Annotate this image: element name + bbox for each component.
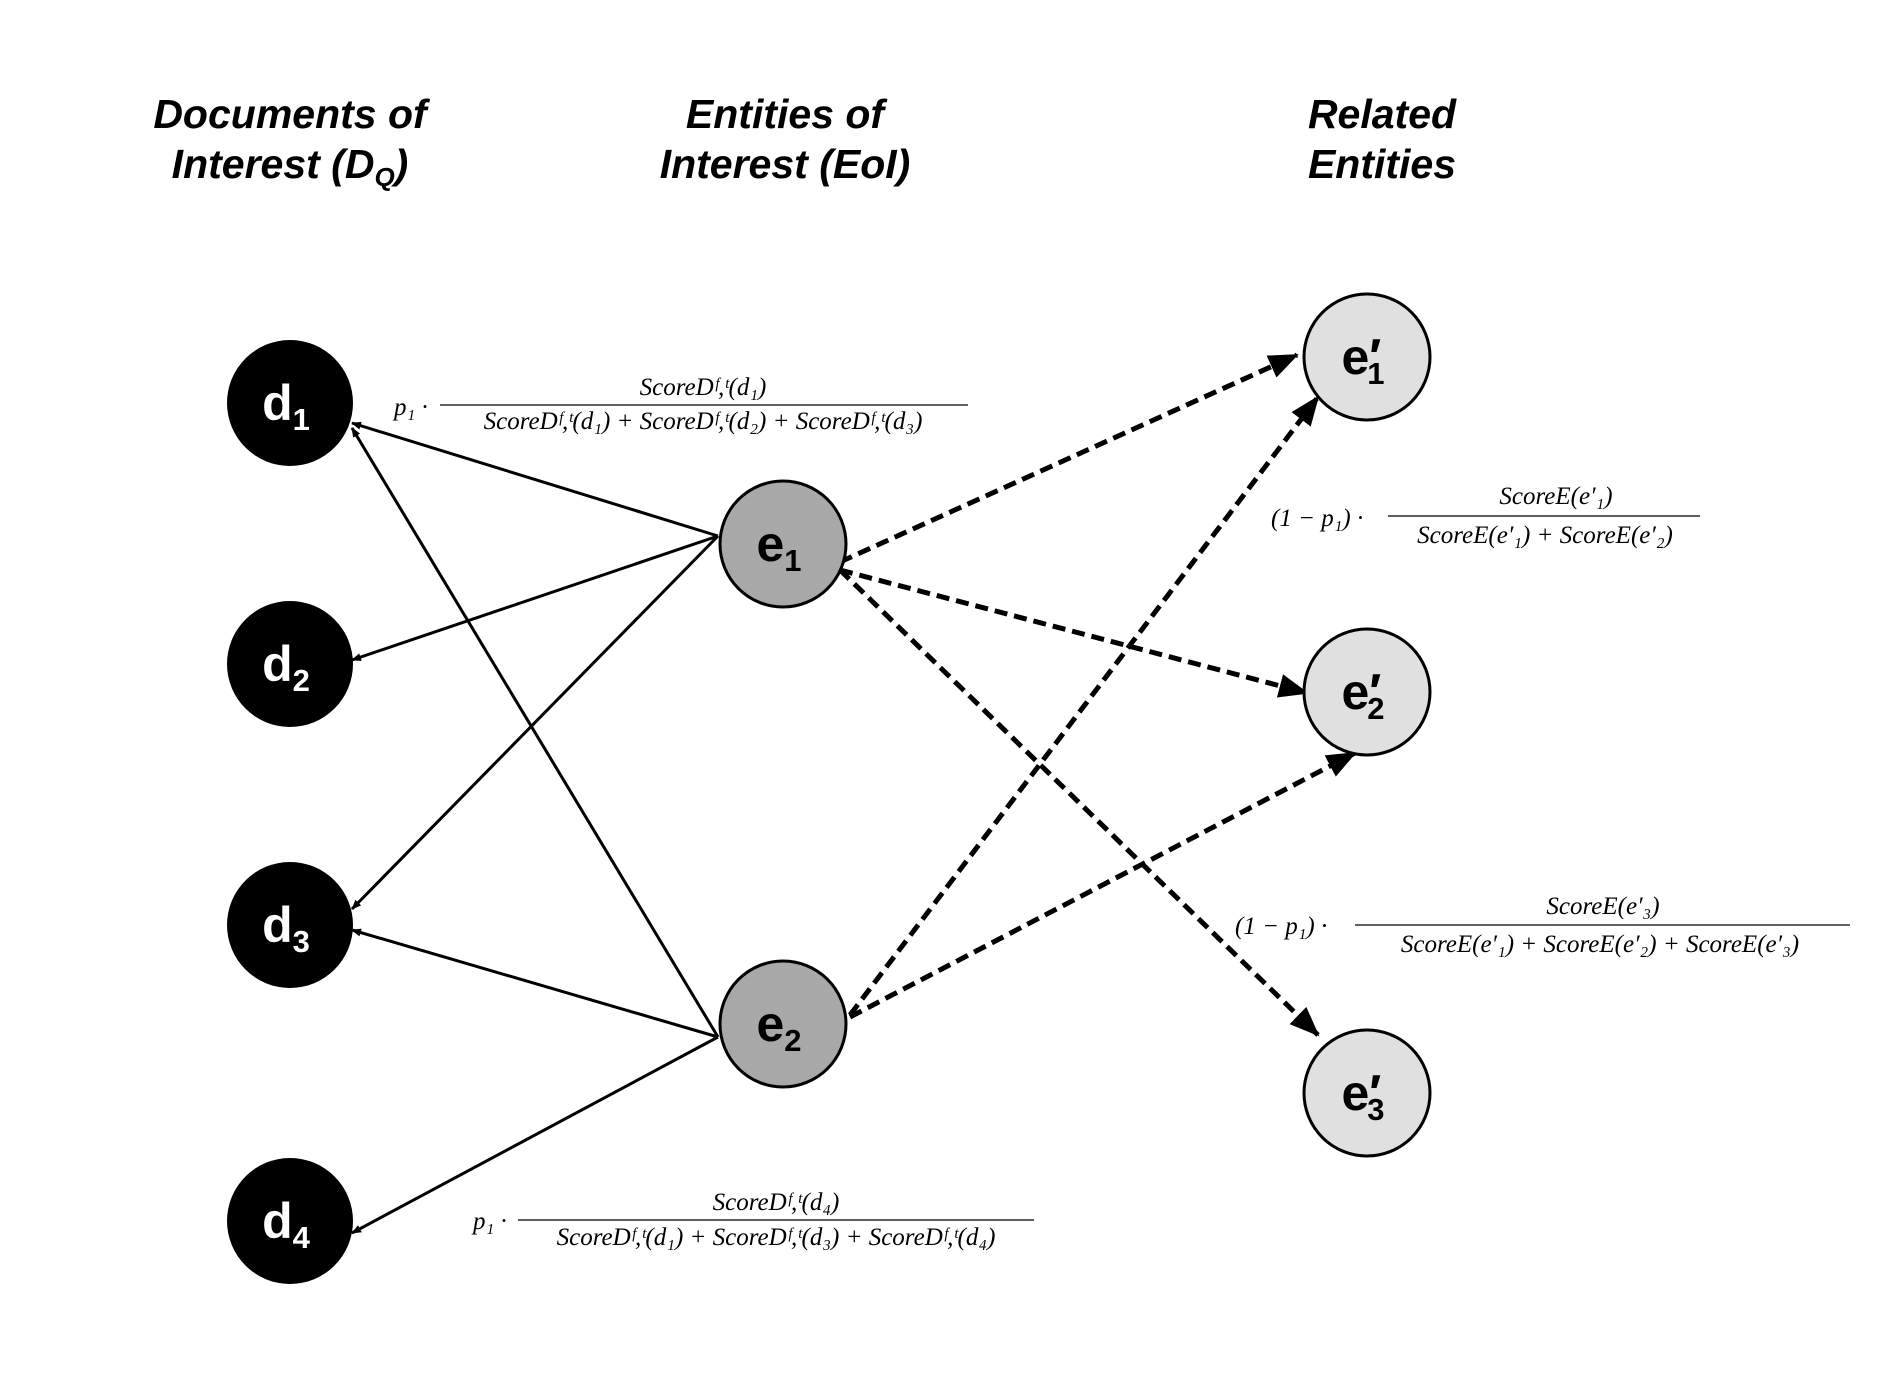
node-d3-label: d3 xyxy=(262,897,310,959)
edge-e1-d3 xyxy=(350,534,720,911)
node-e2-circle xyxy=(718,959,848,1089)
node-e1: e1 xyxy=(718,479,848,609)
header-documents-line2: Interest (DQ) xyxy=(172,141,409,192)
formula-d1-prefix: p₁ · xyxy=(392,394,428,421)
formula-d4-weight: p₁ · ScoreDᶠ,ᵗ(d₄) ScoreDᶠ,ᵗ(d₁) + Score… xyxy=(471,1189,1034,1251)
node-d2-circle xyxy=(227,601,353,727)
formula-e3p-weight: (1 − p₁) · ScoreE(e′₃) ScoreE(e′₁) + Sco… xyxy=(1235,893,1850,958)
header-related-line2: Entities xyxy=(1308,141,1456,187)
formula-e3p-denominator: ScoreE(e′₁) + ScoreE(e′₂) + ScoreE(e′₃) xyxy=(1401,931,1799,958)
edge-e2-e2p xyxy=(848,750,1357,1020)
formula-e1p-numerator: ScoreE(e′₁) xyxy=(1499,483,1612,510)
node-d1-label: d1 xyxy=(262,375,310,437)
edge-e2-e1p xyxy=(848,395,1320,1017)
edge-e1-d2 xyxy=(351,534,719,662)
formula-e1p-denominator: ScoreE(e′₁) + ScoreE(e′₂) xyxy=(1417,522,1673,549)
node-d3: d3 xyxy=(227,862,353,988)
node-e3p: e′3 xyxy=(1302,1028,1432,1158)
formula-d1-weight: p₁ · ScoreDᶠ,ᵗ(d₁) ScoreDᶠ,ᵗ(d₁) + Score… xyxy=(392,374,968,435)
node-d4-label: d4 xyxy=(262,1193,311,1255)
node-d2: d2 xyxy=(227,601,353,727)
node-d3-circle xyxy=(227,862,353,988)
header-entities-line2: Interest (EoI) xyxy=(660,141,911,187)
formula-d4-prefix: p₁ · xyxy=(471,1208,507,1235)
node-e2p: e′2 xyxy=(1302,627,1432,757)
edge-e1-e2p xyxy=(839,567,1309,698)
node-e3p-label: e′3 xyxy=(1341,1065,1384,1127)
edge-e2-d4 xyxy=(351,1035,719,1235)
node-e2p-circle xyxy=(1302,627,1432,757)
formula-d1-numerator: ScoreDᶠ,ᵗ(d₁) xyxy=(640,374,767,401)
node-e1-circle xyxy=(718,479,848,609)
node-d2-label: d2 xyxy=(262,636,310,698)
formula-e3p-numerator: ScoreE(e′₃) xyxy=(1546,893,1659,920)
edge-e1-d1 xyxy=(351,421,719,538)
edge-e2-d3 xyxy=(351,928,719,1039)
node-d4-circle xyxy=(227,1158,353,1284)
formula-d1-denominator: ScoreDᶠ,ᵗ(d₁) + ScoreDᶠ,ᵗ(d₂) + ScoreDᶠ,… xyxy=(484,408,923,435)
edge-e1-e3p xyxy=(838,568,1320,1037)
edge-e1-e1p xyxy=(838,352,1299,565)
formula-e1p-weight: (1 − p₁) · ScoreE(e′₁) ScoreE(e′₁) + Sco… xyxy=(1271,483,1700,549)
header-documents: Documents of xyxy=(153,91,431,137)
node-e1-label: e1 xyxy=(756,516,801,578)
nodes-layer: d1 d2 d3 d4 e1 e2 e′1 e′2 e′3 xyxy=(227,292,1432,1284)
header-entities: Entities of xyxy=(686,91,889,137)
node-e2-label: e2 xyxy=(756,996,801,1058)
formula-e1p-prefix: (1 − p₁) · xyxy=(1271,505,1363,532)
node-d1: d1 xyxy=(227,340,353,466)
node-e2: e2 xyxy=(718,959,848,1089)
node-e1p-circle xyxy=(1302,292,1432,422)
node-d1-circle xyxy=(227,340,353,466)
node-e3p-circle xyxy=(1302,1028,1432,1158)
formula-e3p-prefix: (1 − p₁) · xyxy=(1235,913,1327,940)
node-e1p: e′1 xyxy=(1302,292,1432,422)
node-e2p-label: e′2 xyxy=(1341,664,1384,726)
edge-e2-d1 xyxy=(350,427,720,1038)
edges-layer xyxy=(350,352,1357,1235)
formula-d4-denominator: ScoreDᶠ,ᵗ(d₁) + ScoreDᶠ,ᵗ(d₃) + ScoreDᶠ,… xyxy=(557,1224,996,1251)
formula-d4-numerator: ScoreDᶠ,ᵗ(d₄) xyxy=(713,1189,840,1216)
node-e1p-label: e′1 xyxy=(1341,329,1384,391)
header-related: Related xyxy=(1308,91,1457,137)
node-d4: d4 xyxy=(227,1158,353,1284)
